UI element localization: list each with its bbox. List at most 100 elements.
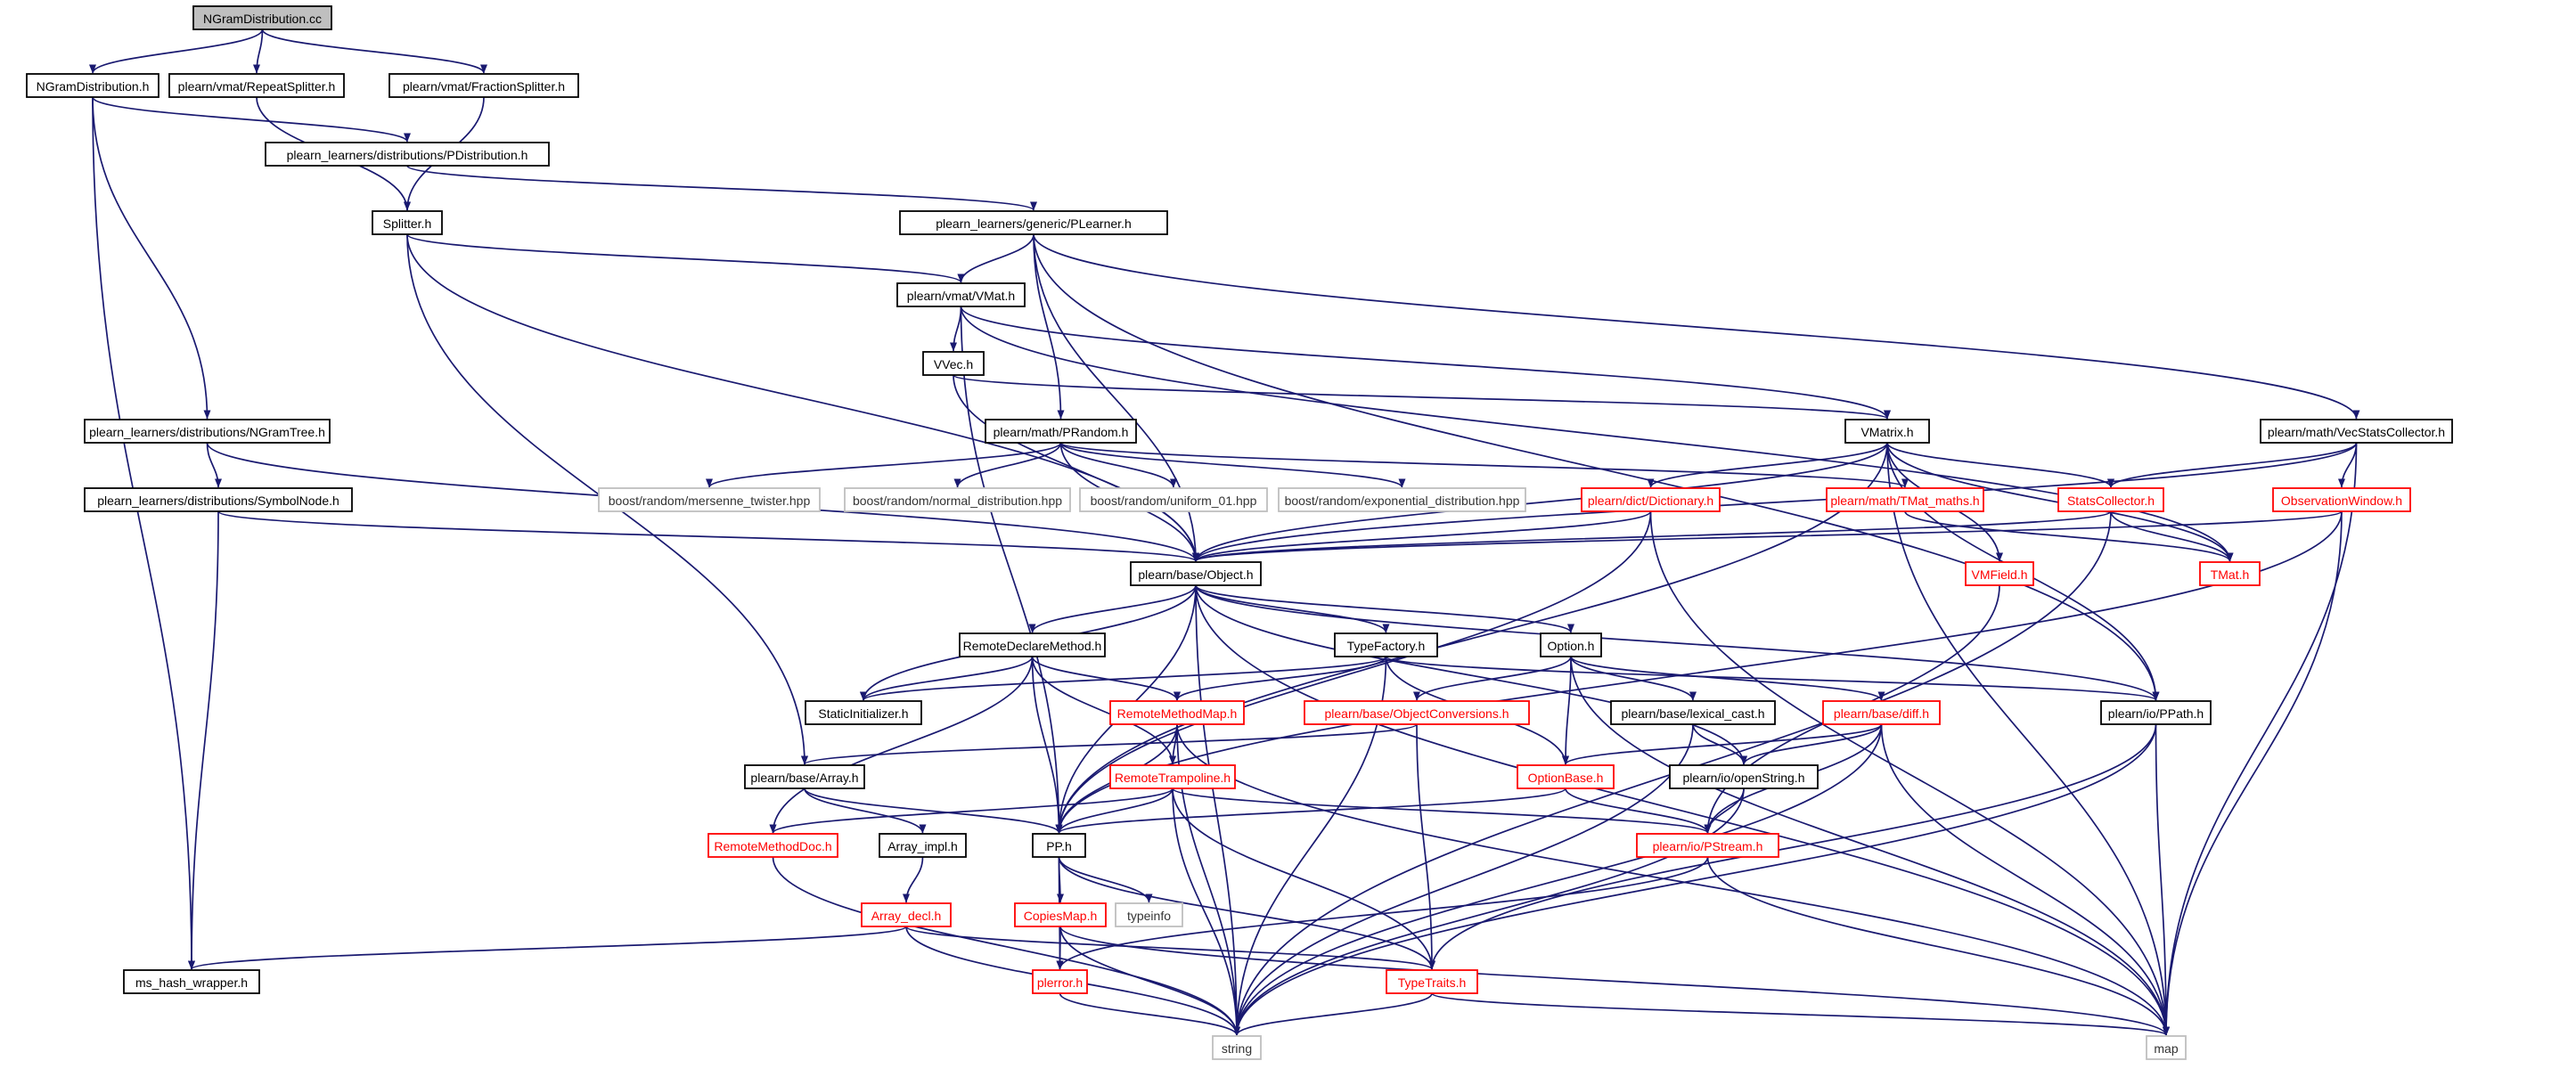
edge-array-to-pp — [804, 787, 1063, 834]
node-box-dictionary — [1581, 487, 1721, 512]
node-prandom[interactable]: plearn/math/PRandom.h — [985, 419, 1137, 444]
node-remotedecl[interactable]: RemoteDeclareMethod.h — [959, 632, 1106, 657]
node-objconv[interactable]: plearn/base/ObjectConversions.h — [1304, 700, 1530, 725]
edge-optionbase-to-pstream — [1565, 787, 1712, 834]
node-plearner[interactable]: plearn_learners/generic/PLearner.h — [899, 210, 1168, 235]
node-array[interactable]: plearn/base/Array.h — [744, 764, 865, 789]
node-label-pstream: plearn/io/PStream.h — [1653, 839, 1763, 853]
edge-statscollector-to-object — [1192, 510, 2112, 562]
node-array_impl[interactable]: Array_impl.h — [879, 833, 967, 858]
edge-object-to-openstring — [1195, 584, 1747, 765]
node-box-object — [1130, 561, 1262, 586]
edge-obswindow-to-object — [1192, 510, 2343, 562]
edge-diff-to-openstring — [1740, 723, 1883, 765]
node-remotemethodmap[interactable]: RemoteMethodMap.h — [1109, 700, 1245, 725]
edge-tmat_maths-to-tmat — [1904, 510, 2234, 562]
node-repeat[interactable]: plearn/vmat/RepeatSplitter.h — [168, 73, 345, 98]
node-staticinit[interactable]: StaticInitializer.h — [805, 700, 922, 725]
node-ppath[interactable]: plearn/io/PPath.h — [2100, 700, 2212, 725]
node-label-vmat: plearn/vmat/VMat.h — [907, 289, 1015, 303]
edge-ngdist_cc-to-repeat — [253, 29, 264, 74]
edge-dictionary-to-pp — [1055, 510, 1652, 834]
node-vmat[interactable]: plearn/vmat/VMat.h — [896, 282, 1026, 307]
node-label-uniform01: boost/random/uniform_01.hpp — [1091, 494, 1257, 508]
edge-copiesmap-to-string — [1059, 926, 1240, 1036]
edge-remotetramp-to-pstream — [1172, 787, 1712, 834]
node-vvec[interactable]: VVec.h — [922, 351, 985, 376]
edge-copiesmap-to-map — [1059, 926, 2170, 1036]
node-label-mersenne: boost/random/mersenne_twister.hpp — [609, 494, 811, 508]
node-label-ngdist_cc: NGramDistribution.cc — [203, 12, 322, 26]
node-box-pdist — [265, 142, 550, 167]
node-vmfield[interactable]: VMField.h — [1965, 561, 2034, 586]
node-pstream[interactable]: plearn/io/PStream.h — [1636, 833, 1779, 858]
node-vmatrix[interactable]: VMatrix.h — [1844, 419, 1930, 444]
node-typefactory[interactable]: TypeFactory.h — [1334, 632, 1438, 657]
node-statscollector[interactable]: StatsCollector.h — [2057, 487, 2164, 512]
node-label-map: map — [2154, 1041, 2178, 1056]
edge-prandom-to-tmat_maths — [1059, 442, 1909, 488]
node-box-diff — [1822, 700, 1941, 725]
edge-ppath-to-string — [1233, 723, 2157, 1036]
node-pp[interactable]: PP.h — [1032, 833, 1086, 858]
node-splitter[interactable]: Splitter.h — [372, 210, 443, 235]
edge-ngdist_cc-to-ngdist_h — [89, 29, 264, 74]
node-map: map — [2146, 1035, 2187, 1060]
node-openstring[interactable]: plearn/io/openString.h — [1669, 764, 1819, 789]
node-copiesmap[interactable]: CopiesMap.h — [1014, 902, 1107, 927]
node-label-remotemethodmap: RemoteMethodMap.h — [1117, 706, 1238, 721]
node-vecstats[interactable]: plearn/math/VecStatsCollector.h — [2260, 419, 2453, 444]
edge-vmat-to-tmat — [960, 306, 2234, 562]
node-box-array_decl — [861, 902, 952, 927]
edge-object-to-option — [1195, 584, 1574, 633]
node-obswindow[interactable]: ObservationWindow.h — [2272, 487, 2411, 512]
node-pdist[interactable]: plearn_learners/distributions/PDistribut… — [265, 142, 550, 167]
node-box-expdist — [1278, 487, 1526, 512]
node-array_decl[interactable]: Array_decl.h — [861, 902, 952, 927]
node-hashwrapper[interactable]: ms_hash_wrapper.h — [123, 969, 260, 994]
node-ngdist_h[interactable]: NGramDistribution.h — [26, 73, 159, 98]
node-typetraits[interactable]: TypeTraits.h — [1386, 969, 1478, 994]
node-optionbase[interactable]: OptionBase.h — [1517, 764, 1615, 789]
node-tmat_maths[interactable]: plearn/math/TMat_maths.h — [1826, 487, 1984, 512]
edge-vmatrix-to-map — [1886, 442, 2170, 1036]
node-box-pstream — [1636, 833, 1779, 858]
node-label-fraction: plearn/vmat/FractionSplitter.h — [403, 79, 565, 94]
node-string: string — [1212, 1035, 1262, 1060]
edge-objconv-to-typetraits — [1416, 723, 1435, 970]
edge-pp-to-typetraits — [1058, 856, 1435, 970]
node-box-array — [744, 764, 865, 789]
node-ngramtree[interactable]: plearn_learners/distributions/NGramTree.… — [84, 419, 331, 444]
node-lexical[interactable]: plearn/base/lexical_cast.h — [1610, 700, 1776, 725]
node-remotemethoddoc[interactable]: RemoteMethodDoc.h — [707, 833, 838, 858]
edge-prandom-to-mersenne — [706, 442, 1062, 488]
edge-remotetramp-to-pp — [1055, 787, 1174, 834]
node-plerror[interactable]: plerror.h — [1032, 969, 1088, 994]
edge-plerror-to-string — [1059, 992, 1240, 1036]
node-object[interactable]: plearn/base/Object.h — [1130, 561, 1262, 586]
edge-vmatrix-to-pp — [1055, 442, 1888, 834]
node-box-plearner — [899, 210, 1168, 235]
node-box-ngdist_cc — [192, 5, 332, 30]
edge-pstream-to-map — [1706, 856, 2170, 1036]
node-label-remotemethoddoc: RemoteMethodDoc.h — [714, 839, 831, 853]
node-box-vmat — [896, 282, 1026, 307]
edge-ngdist_h-to-pdist — [92, 96, 411, 143]
node-diff[interactable]: plearn/base/diff.h — [1822, 700, 1941, 725]
node-tmat[interactable]: TMat.h — [2199, 561, 2261, 586]
node-dictionary[interactable]: plearn/dict/Dictionary.h — [1581, 487, 1721, 512]
node-remotetramp[interactable]: RemoteTrampoline.h — [1109, 764, 1236, 789]
edge-remotetramp-to-remotemethoddoc — [769, 787, 1174, 834]
edge-array_decl-to-typetraits — [905, 926, 1435, 970]
node-label-object: plearn/base/Object.h — [1138, 567, 1253, 582]
edge-plearner-to-vmat — [957, 233, 1034, 283]
node-fraction[interactable]: plearn/vmat/FractionSplitter.h — [388, 73, 579, 98]
edge-typetraits-to-map — [1431, 992, 2170, 1036]
node-normal_dist: boost/random/normal_distribution.hpp — [844, 487, 1071, 512]
edge-vecstats-to-object — [1192, 442, 2358, 562]
node-box-remotedecl — [959, 632, 1106, 657]
node-symbolnode[interactable]: plearn_learners/distributions/SymbolNode… — [84, 487, 353, 512]
node-option[interactable]: Option.h — [1540, 632, 1602, 657]
edge-remotemethodmap-to-map — [1176, 723, 2170, 1036]
